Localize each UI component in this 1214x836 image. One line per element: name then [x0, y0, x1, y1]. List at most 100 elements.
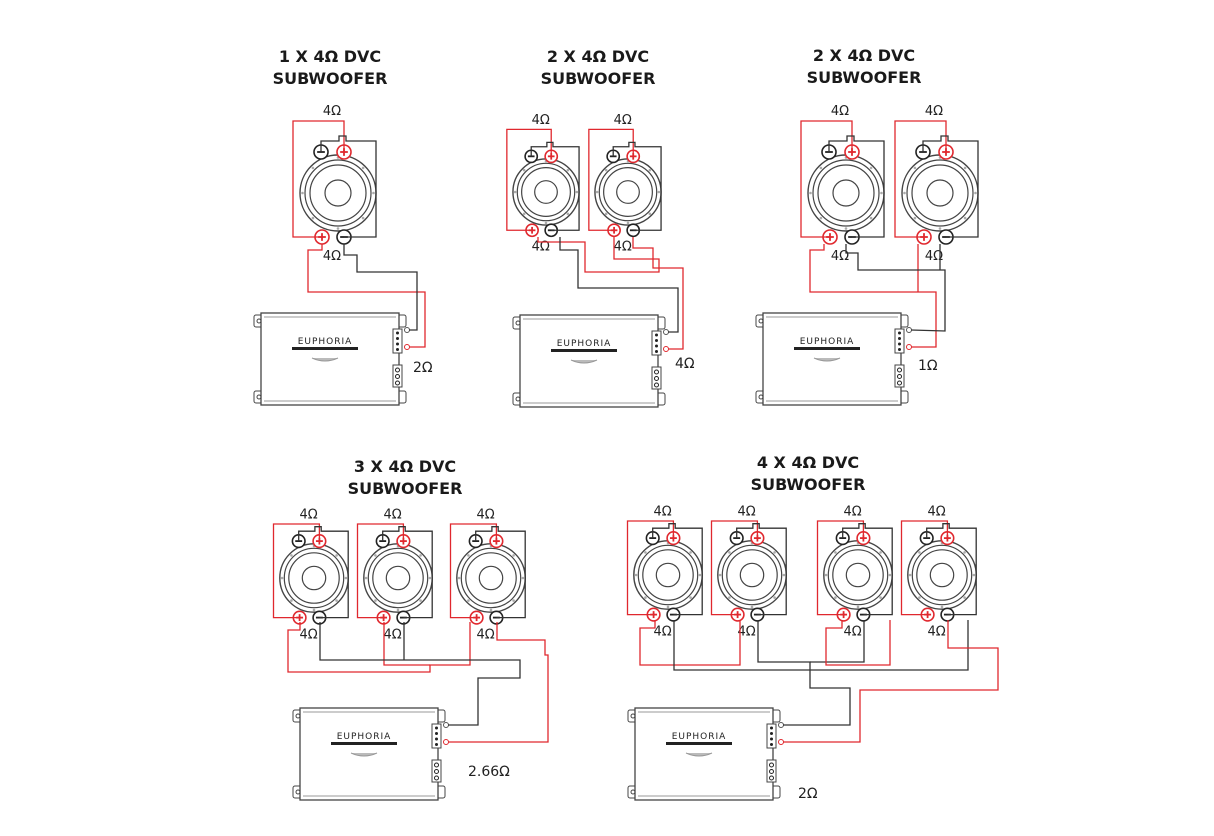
terminal-screw [770, 743, 773, 746]
mounting-hole [522, 168, 526, 172]
amp-positive-output [443, 739, 449, 745]
mounting-hole [467, 554, 470, 557]
euphoria-logo: EUPHORIA [800, 337, 855, 347]
power-screw [395, 374, 400, 379]
amp-positive-output [906, 344, 912, 350]
mounting-hole [824, 573, 828, 577]
mounting-hole [648, 168, 652, 172]
mounting-hole [963, 551, 966, 554]
diagram-title-line2: SUBWOOFER [541, 69, 656, 88]
mounting-hole [938, 227, 942, 230]
mounting-hole [634, 573, 638, 577]
amp-load-label: 2Ω [798, 786, 818, 802]
mounting-hole [773, 596, 776, 599]
mounting-hole [773, 551, 776, 554]
amp-negative-output [778, 722, 784, 728]
coil-wire-negative [922, 135, 979, 238]
coil-impedance-label: 4Ω [843, 505, 861, 520]
speaker-dustcap [832, 179, 860, 207]
mounting-hole [963, 166, 967, 170]
speaker-cone [916, 549, 968, 601]
diagram-4x4-dvc: 4 X 4Ω DVC SUBWOOFER 2Ω [751, 453, 866, 802]
speaker-surround [633, 540, 703, 610]
amp-positive-wire [307, 244, 426, 348]
mounting-hole [728, 596, 731, 599]
diagram-title-line1: 4 X 4Ω DVC [757, 453, 859, 472]
coil-wire-negative [320, 135, 377, 238]
terminal-screw [770, 732, 773, 735]
speaker-surround [456, 543, 526, 613]
speaker-ring [721, 544, 783, 606]
amp-positive-wire [632, 237, 684, 350]
mounting-hole [648, 212, 652, 216]
amplifier: EUPHORIA [253, 312, 410, 406]
mounting-hole [879, 551, 882, 554]
mounting-hole [626, 221, 630, 225]
power-screw [897, 367, 902, 373]
amp-load-label: 4Ω [675, 356, 695, 372]
mounting-hole [750, 605, 754, 609]
mounting-hole [834, 551, 837, 554]
mounting-hole [428, 576, 432, 580]
speaker-surround [907, 540, 977, 610]
diagram-title-line1: 2 X 4Ω DVC [547, 47, 649, 66]
power-terminal-block [392, 364, 403, 388]
power-screw [654, 382, 659, 388]
coil-impedance-label: 4Ω [843, 624, 861, 639]
mounting-hole [644, 596, 647, 599]
coil-impedance-label: 4Ω [614, 113, 632, 128]
mounting-hole [908, 573, 912, 577]
mounting-hole [918, 551, 921, 554]
coil-impedance-label: 4Ω [831, 104, 849, 119]
subwoofer: 4Ω 4Ω [279, 508, 349, 642]
speaker-dustcap [616, 180, 640, 204]
mounting-hole [604, 212, 608, 216]
power-screw [769, 775, 774, 781]
mounting-hole [374, 554, 377, 557]
link-wire [287, 622, 471, 673]
amp-negative-output [663, 329, 669, 335]
mounting-hole [595, 190, 599, 194]
terminal-screw [770, 726, 773, 730]
mounting-hole [301, 191, 304, 195]
euphoria-logo: EUPHORIA [337, 732, 392, 742]
speaker-surround [823, 540, 893, 610]
mounting-hole [869, 216, 873, 220]
terminal-screw [396, 348, 399, 351]
coil-impedance-label: 4Ω [653, 624, 671, 639]
link-wire [383, 622, 430, 666]
mounting-hole [856, 605, 860, 609]
amp-negative-wire [319, 622, 521, 726]
amp-negative-wire [845, 244, 946, 332]
link-wire [673, 620, 969, 671]
amp-load-label: 2.66Ω [468, 764, 510, 780]
coil-wire-negative [926, 523, 977, 616]
amp-negative-output [404, 327, 410, 333]
mounting-hole [575, 190, 579, 194]
coil-impedance-label: 4Ω [927, 624, 945, 639]
diagram-title-line2: SUBWOOFER [751, 475, 866, 494]
speaker-cone [372, 552, 424, 604]
diagram-title-line1: 3 X 4Ω DVC [354, 457, 456, 476]
coil-wire-positive [710, 520, 759, 616]
mounting-hole [336, 227, 340, 230]
coil-impedance-label: 4Ω [383, 508, 401, 523]
coil-impedance-label: 4Ω [532, 239, 550, 254]
speaker-ring [283, 547, 345, 609]
mounting-hole [689, 596, 692, 599]
coil-impedance-label: 4Ω [299, 508, 317, 523]
amp-load-label: 1Ω [918, 358, 938, 374]
mounting-hole [290, 554, 293, 557]
amp-positive-output [778, 739, 784, 745]
logo-bar [551, 349, 617, 352]
drawn-components: 4Ω 4Ω EUPHORIA 4Ω 4Ω 4Ω 4Ω EUPHORIA 4Ω 4Ω 4Ω 4Ω EUPH… [253, 104, 999, 801]
terminal-screw [898, 337, 901, 340]
terminal-screw [435, 732, 438, 735]
coil-impedance-label: 4Ω [299, 627, 317, 642]
speaker-terminal-block [894, 328, 905, 354]
speaker-terminal-block [766, 723, 777, 749]
speaker-cone [603, 167, 653, 217]
speaker-ring [812, 159, 880, 227]
coil-wire-negative [828, 135, 885, 238]
